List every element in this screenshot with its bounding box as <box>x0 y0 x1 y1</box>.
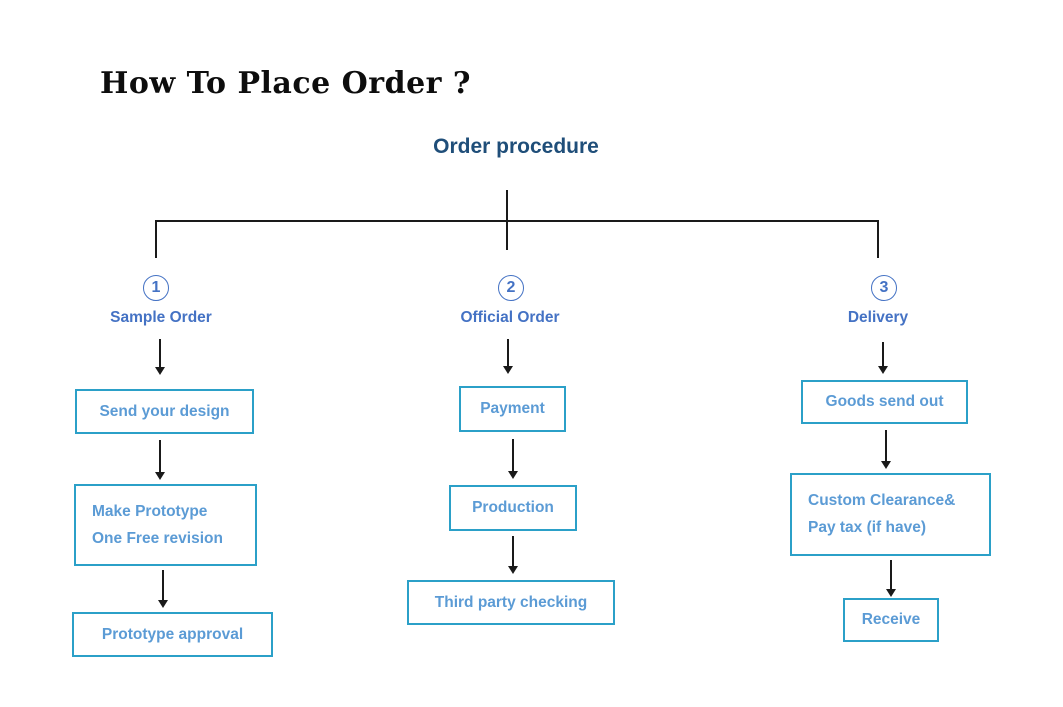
step-text: Goods send out <box>825 393 944 410</box>
step-box-payment: Payment <box>459 386 566 432</box>
connector-horizontal <box>155 220 878 222</box>
branch-number: 1 <box>151 279 161 296</box>
step-text-line2: One Free revision <box>92 529 223 547</box>
branch-label-official-order: Official Order <box>460 309 560 326</box>
arrow-down-icon <box>885 560 897 597</box>
arrow-down-icon <box>502 339 514 374</box>
page-title: How To Place Order ? <box>100 66 471 101</box>
arrow-down-icon <box>154 440 166 480</box>
step-box-make-prototype: Make Prototype One Free revision <box>74 484 257 566</box>
arrow-down-icon <box>157 570 169 608</box>
connector-left-vertical <box>155 220 157 258</box>
step-box-third-party-checking: Third party checking <box>407 580 615 625</box>
step-box-goods-send-out: Goods send out <box>801 380 968 424</box>
step-text-line1: Custom Clearance& <box>808 492 956 509</box>
step-box-receive: Receive <box>843 598 939 642</box>
arrow-down-icon <box>154 339 166 375</box>
branch-number-circle: 3 <box>871 275 897 301</box>
arrow-down-icon <box>880 430 892 469</box>
branch-number-circle: 1 <box>143 275 169 301</box>
step-box-production: Production <box>449 485 577 531</box>
step-text-line2: Pay tax (if have) <box>808 519 927 536</box>
step-text: Receive <box>861 611 921 628</box>
step-text: Prototype approval <box>101 625 244 643</box>
step-text: Third party checking <box>434 593 588 611</box>
branch-number: 2 <box>506 279 516 296</box>
step-box-custom-clearance: Custom Clearance& Pay tax (if have) <box>790 473 991 556</box>
connector-right-vertical <box>877 220 879 258</box>
branch-number: 3 <box>879 279 889 296</box>
arrow-down-icon <box>507 439 519 479</box>
step-box-prototype-approval: Prototype approval <box>72 612 273 657</box>
step-text: Send your design <box>99 402 230 420</box>
diagram-subtitle: Order procedure <box>433 135 599 158</box>
arrow-down-icon <box>507 536 519 574</box>
step-box-send-your-design: Send your design <box>75 389 254 434</box>
step-text: Payment <box>480 400 545 417</box>
branch-number-circle: 2 <box>498 275 524 301</box>
branch-label-sample-order: Sample Order <box>110 309 212 326</box>
branch-label-delivery: Delivery <box>847 309 909 326</box>
step-text-line1: Make Prototype <box>92 502 208 520</box>
arrow-down-icon <box>877 342 889 374</box>
step-text: Production <box>472 499 554 516</box>
